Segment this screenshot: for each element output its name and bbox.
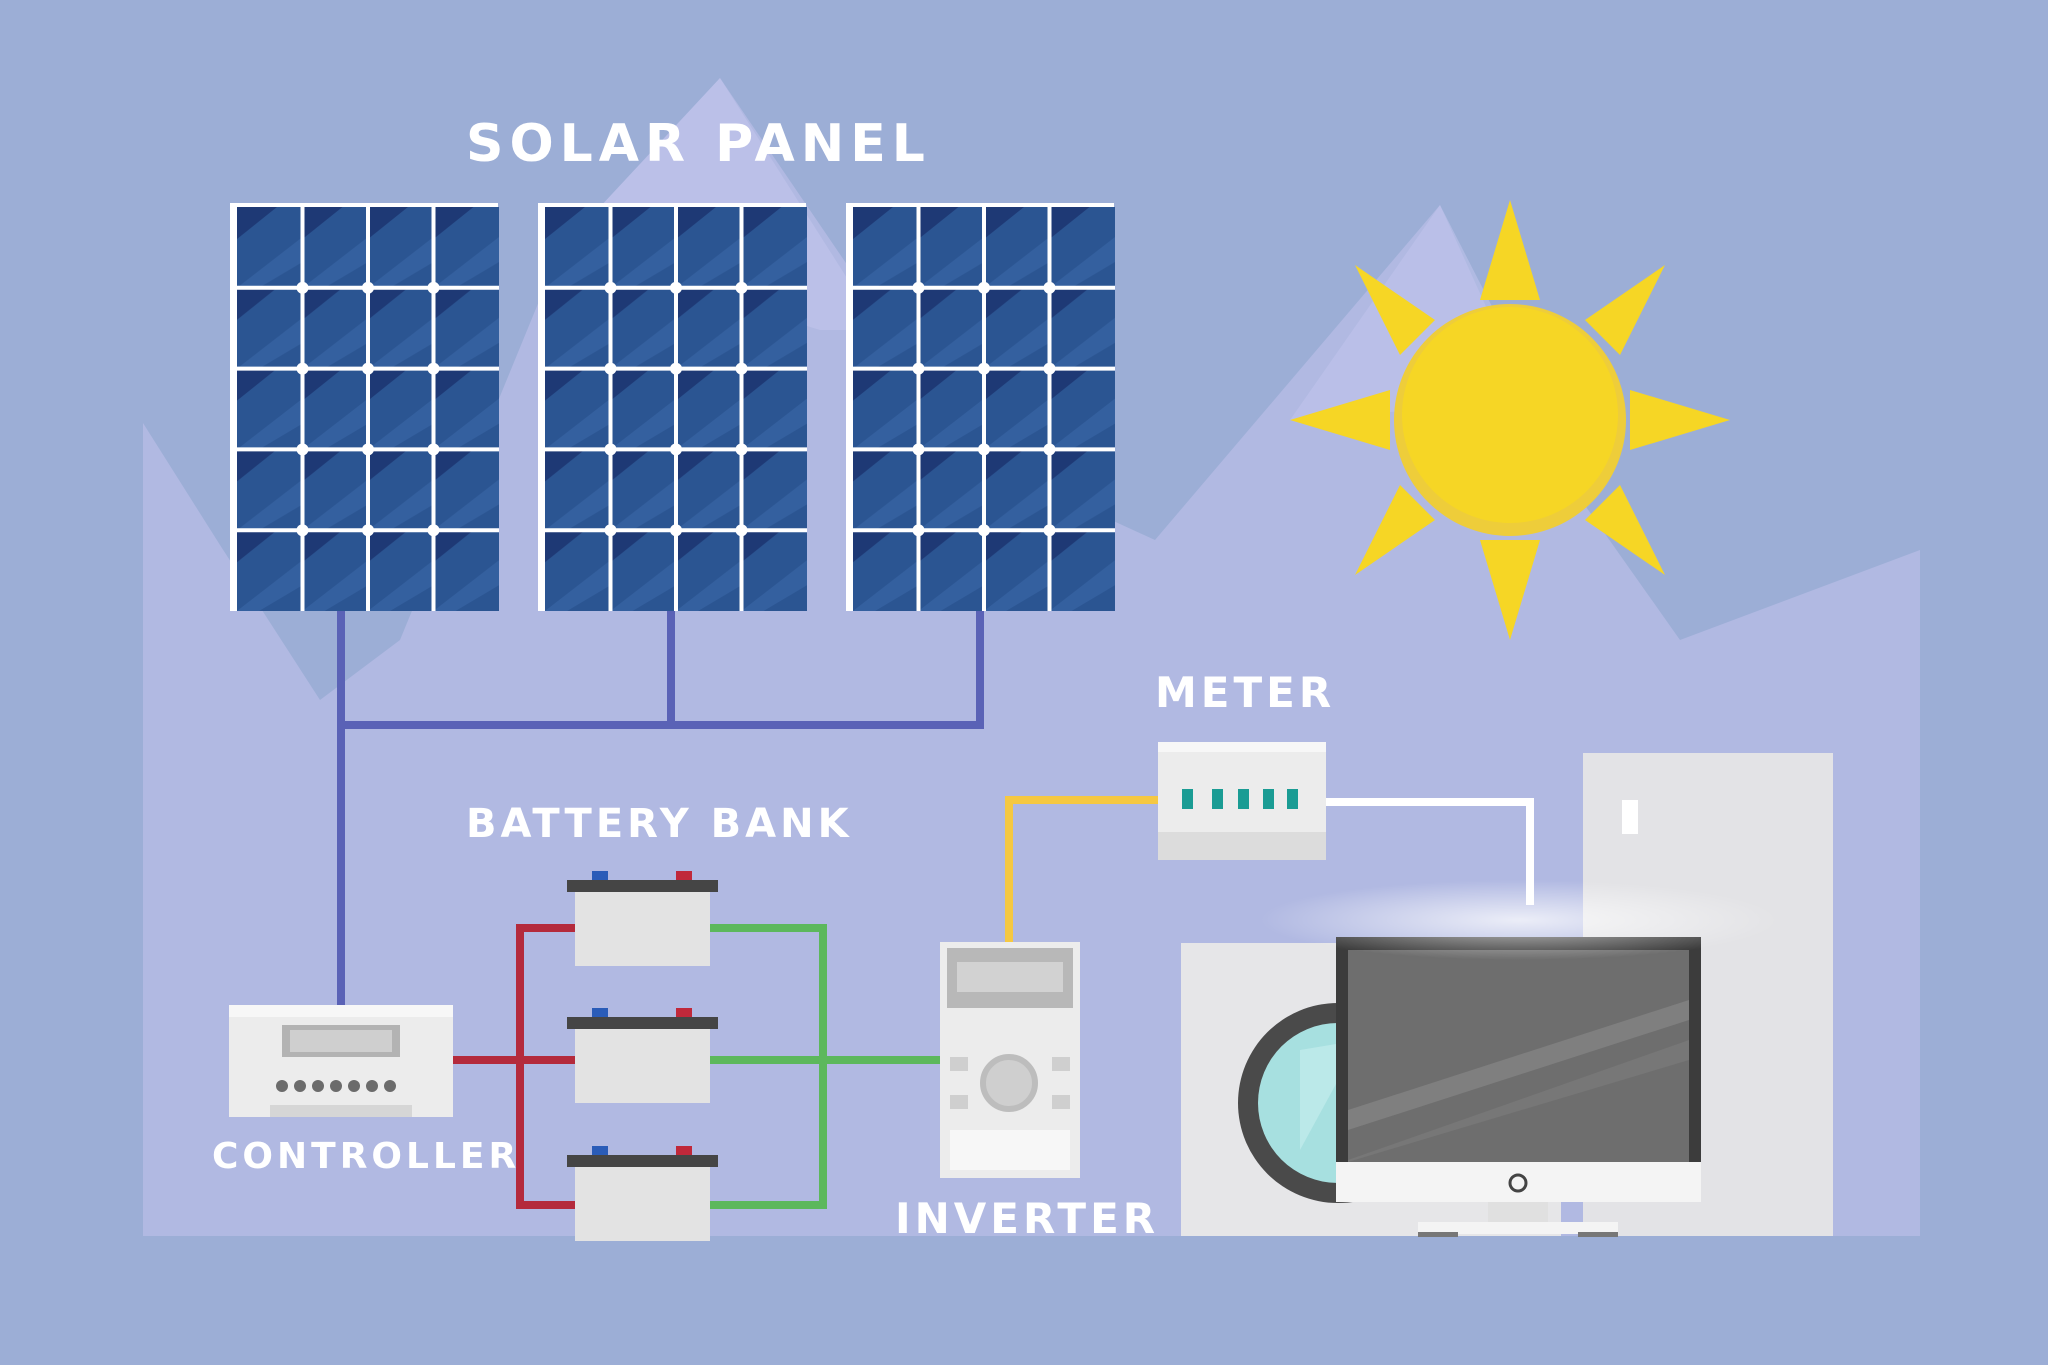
battery-bank [567,871,718,1241]
battery-positive-wiring [710,924,940,1209]
battery [567,871,718,966]
battery-negative-wiring [452,924,575,1209]
charge-controller [229,1005,453,1117]
inverter-label: INVERTER [895,1194,1160,1243]
solar-panel-1 [230,203,499,611]
sun-icon [1290,200,1730,640]
meter-appliance-wire [1325,798,1534,905]
monitor-icon [1336,937,1701,1237]
battery [567,1008,718,1103]
meter [1158,742,1326,860]
panel-wiring [337,608,984,1005]
solar-panel-array [230,201,1117,613]
inverter [940,942,1080,1178]
solar-panel-3 [844,201,1117,613]
meter-led-display [1182,789,1298,809]
haze [1260,880,1780,960]
solar-panel-label: SOLAR PANEL [466,114,931,174]
controller-label: CONTROLLER [212,1136,521,1177]
solar-panel-2 [536,201,809,613]
battery [567,1146,718,1241]
inverter-meter-wire [1005,796,1158,942]
meter-label: METER [1155,668,1336,717]
battery-bank-label: BATTERY BANK [466,801,853,847]
